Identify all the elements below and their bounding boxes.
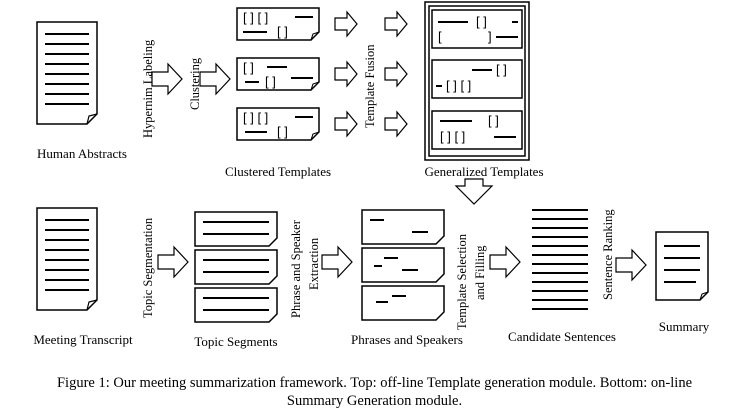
candidate-sentences-lines bbox=[532, 209, 588, 310]
topic-segment-card bbox=[194, 249, 278, 285]
meeting-transcript-document bbox=[36, 207, 98, 311]
caption-line-1: Figure 1: Our meeting summarization fram… bbox=[56, 375, 693, 391]
topic-segmentation-label: Topic Segmentation bbox=[141, 217, 155, 318]
clustered-template-card: [ ] [ ] [ ] bbox=[236, 7, 320, 41]
card-arrow bbox=[334, 61, 358, 87]
human-abstracts-label: Human Abstracts bbox=[37, 146, 127, 161]
figure-caption: Figure 1: Our meeting summarization fram… bbox=[0, 374, 749, 410]
clustered-template-card: [ ] [ ] [ ] bbox=[236, 107, 320, 141]
svg-text:[: [ bbox=[438, 29, 442, 44]
svg-text:[ ] [ ]: [ ] [ ] bbox=[446, 78, 471, 93]
hypernim-arrow bbox=[151, 63, 183, 95]
svg-text:[ ]: [ ] bbox=[265, 74, 276, 89]
phrase-speaker-card bbox=[361, 247, 445, 283]
summary-label: Summary bbox=[659, 319, 710, 334]
card-arrow bbox=[334, 11, 358, 37]
svg-text:[ ]: [ ] bbox=[488, 113, 499, 128]
phrases-and-speakers-label: Phrases and Speakers bbox=[351, 332, 463, 347]
fusion-arrow bbox=[384, 61, 408, 87]
svg-text:[ ] [ ]: [ ] [ ] bbox=[243, 10, 268, 25]
sentence-ranking-arrow bbox=[615, 249, 647, 281]
fusion-arrow bbox=[384, 11, 408, 37]
card-arrow bbox=[334, 111, 358, 137]
framework-diagram: Human Abstracts Hypernim Labeling Cluste… bbox=[33, 1, 710, 349]
clustering-label: Clustering bbox=[188, 57, 202, 110]
phrase-speaker-label-1: Phrase and Speaker bbox=[289, 219, 303, 318]
generalized-templates-box: [ ] [ ] [ ] [ ] [ ] [ ] [ ] [ ] bbox=[424, 1, 530, 161]
generalized-templates-label: Generalized Templates bbox=[424, 164, 543, 179]
fusion-arrow bbox=[384, 111, 408, 137]
svg-text:[ ]: [ ] bbox=[243, 60, 254, 75]
candidate-sentences-label: Candidate Sentences bbox=[508, 329, 616, 344]
summary-document bbox=[655, 231, 709, 301]
caption-line-2: Summary Generation module. bbox=[286, 393, 463, 409]
clustered-template-card: [ ] [ ] bbox=[236, 57, 320, 91]
svg-text:[ ]: [ ] bbox=[496, 62, 507, 77]
svg-text:[ ]: [ ] bbox=[476, 14, 487, 29]
template-selection-label-2: and Filling bbox=[473, 245, 487, 300]
template-selection-label-1: Template Selection bbox=[455, 233, 469, 330]
svg-text:[ ] [ ]: [ ] [ ] bbox=[243, 110, 268, 125]
clustered-templates-label: Clustered Templates bbox=[225, 164, 331, 179]
phrase-speaker-card bbox=[361, 285, 445, 321]
hypernim-labeling-label: Hypernim Labeling bbox=[141, 39, 155, 138]
phrase-speaker-label-2: Extraction bbox=[307, 237, 321, 290]
topic-segment-card bbox=[194, 211, 278, 247]
svg-text:[ ]: [ ] bbox=[277, 124, 288, 139]
human-abstracts-document bbox=[36, 21, 98, 125]
phrase-speaker-card bbox=[361, 209, 445, 245]
topic-segments-label: Topic Segments bbox=[194, 334, 277, 349]
topic-segmentation-arrow bbox=[157, 246, 189, 278]
svg-text:[ ]: [ ] bbox=[277, 24, 288, 39]
sentence-ranking-label: Sentence Ranking bbox=[601, 209, 615, 300]
template-filling-arrow bbox=[489, 246, 521, 278]
phrase-extraction-arrow bbox=[321, 246, 353, 278]
svg-text:]: ] bbox=[488, 29, 492, 44]
topic-segment-card bbox=[194, 287, 278, 323]
meeting-transcript-label: Meeting Transcript bbox=[33, 332, 133, 347]
clustering-arrow bbox=[199, 63, 231, 95]
template-fusion-label: Template Fusion bbox=[363, 44, 377, 128]
svg-text:[ ] [ ]: [ ] [ ] bbox=[440, 129, 465, 144]
down-arrow bbox=[454, 178, 494, 205]
